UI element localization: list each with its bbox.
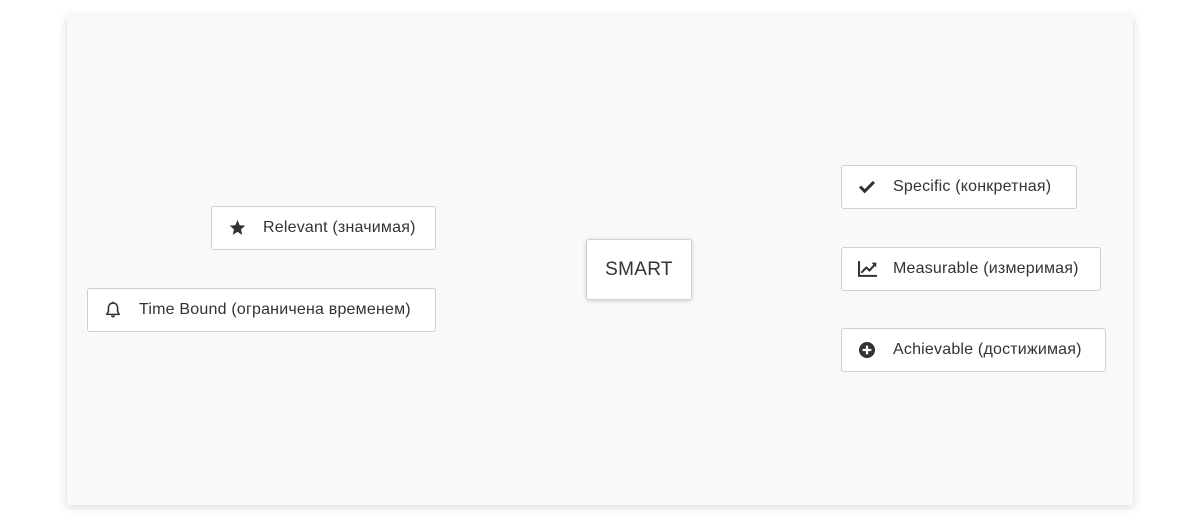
node-timebound-label: Time Bound (ограничена временем) xyxy=(139,301,411,318)
central-node-label: SMART xyxy=(605,258,673,280)
node-relevant-label: Relevant (значимая) xyxy=(263,219,416,236)
node-measurable-label: Measurable (измеримая) xyxy=(893,260,1079,277)
bell-icon xyxy=(103,300,123,320)
star-icon xyxy=(227,218,247,238)
node-specific[interactable]: Specific (конкретная) xyxy=(841,165,1077,209)
check-icon xyxy=(857,177,877,197)
node-relevant[interactable]: Relevant (значимая) xyxy=(211,206,436,250)
line-chart-icon xyxy=(857,259,877,279)
node-achievable-label: Achievable (достижимая) xyxy=(893,341,1082,358)
node-measurable[interactable]: Measurable (измеримая) xyxy=(841,247,1101,291)
node-specific-label: Specific (конкретная) xyxy=(893,178,1052,195)
plus-circle-icon xyxy=(857,340,877,360)
node-achievable[interactable]: Achievable (достижимая) xyxy=(841,328,1106,372)
node-timebound[interactable]: Time Bound (ограничена временем) xyxy=(87,288,436,332)
central-node[interactable]: SMART xyxy=(586,239,692,300)
